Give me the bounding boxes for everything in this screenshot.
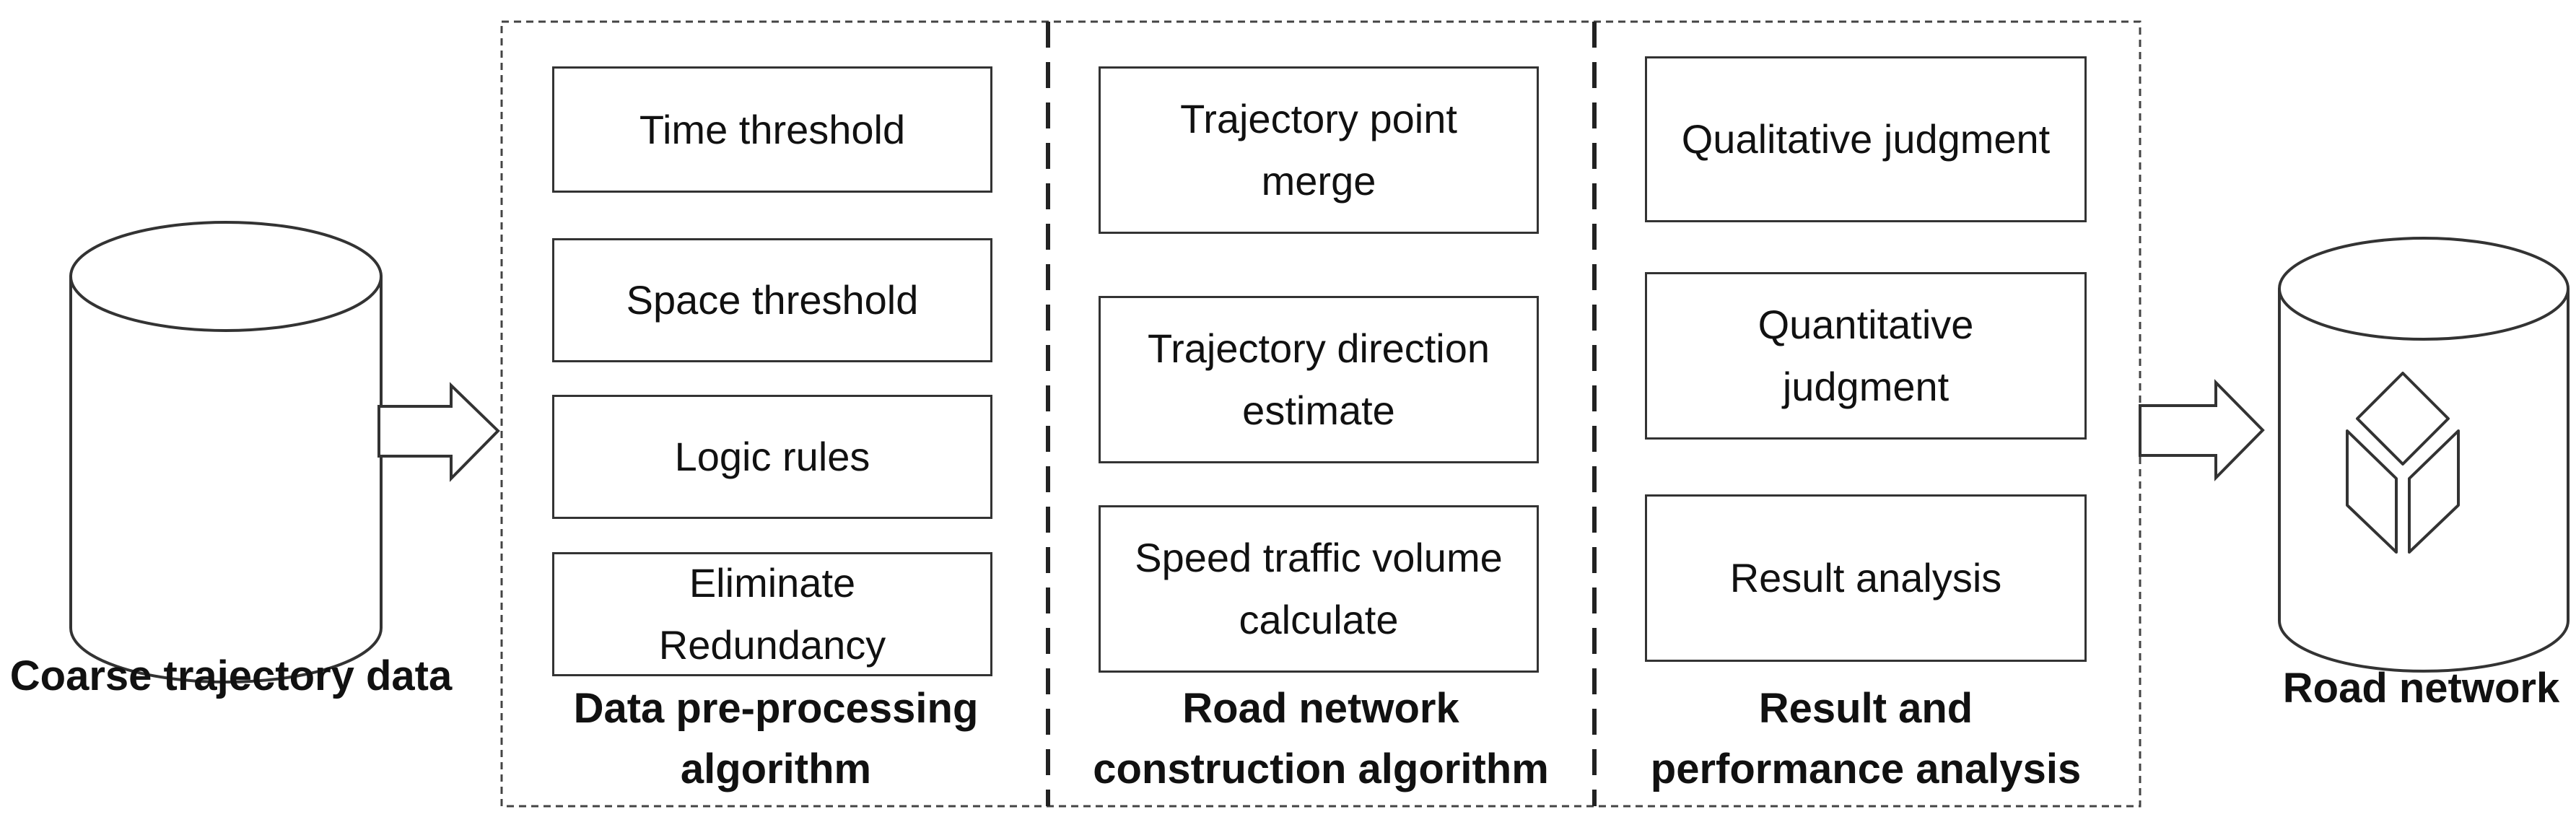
step-quantitative-judgment: Quantitative judgment — [1645, 272, 2087, 440]
input-label: Coarse trajectory data — [9, 652, 453, 699]
step-time-threshold: Time threshold — [552, 66, 992, 193]
step-speed-traffic-volume: Speed traffic volume calculate — [1099, 505, 1539, 673]
input-arrow-icon — [377, 382, 500, 482]
output-label: Road network — [2282, 665, 2560, 712]
output-database-icon — [2278, 237, 2570, 673]
section-title-preprocessing: Data pre-processing algorithm — [573, 685, 979, 792]
input-database-icon — [69, 221, 383, 683]
step-eliminate-redundancy: Eliminate Redundancy — [552, 552, 992, 676]
step-trajectory-direction-estimate: Trajectory direction estimate — [1099, 296, 1539, 463]
step-space-threshold: Space threshold — [552, 238, 992, 362]
step-qualitative-judgment: Qualitative judgment — [1645, 56, 2087, 222]
section-title-analysis: Result and performance analysis — [1650, 685, 2082, 792]
step-logic-rules: Logic rules — [552, 395, 992, 519]
step-result-analysis: Result analysis — [1645, 494, 2087, 662]
step-trajectory-point-merge: Trajectory point merge — [1099, 66, 1539, 234]
output-arrow-icon — [2139, 379, 2265, 481]
cube-icon — [2346, 372, 2460, 554]
section-title-construction: Road network construction algorithm — [1093, 685, 1549, 792]
